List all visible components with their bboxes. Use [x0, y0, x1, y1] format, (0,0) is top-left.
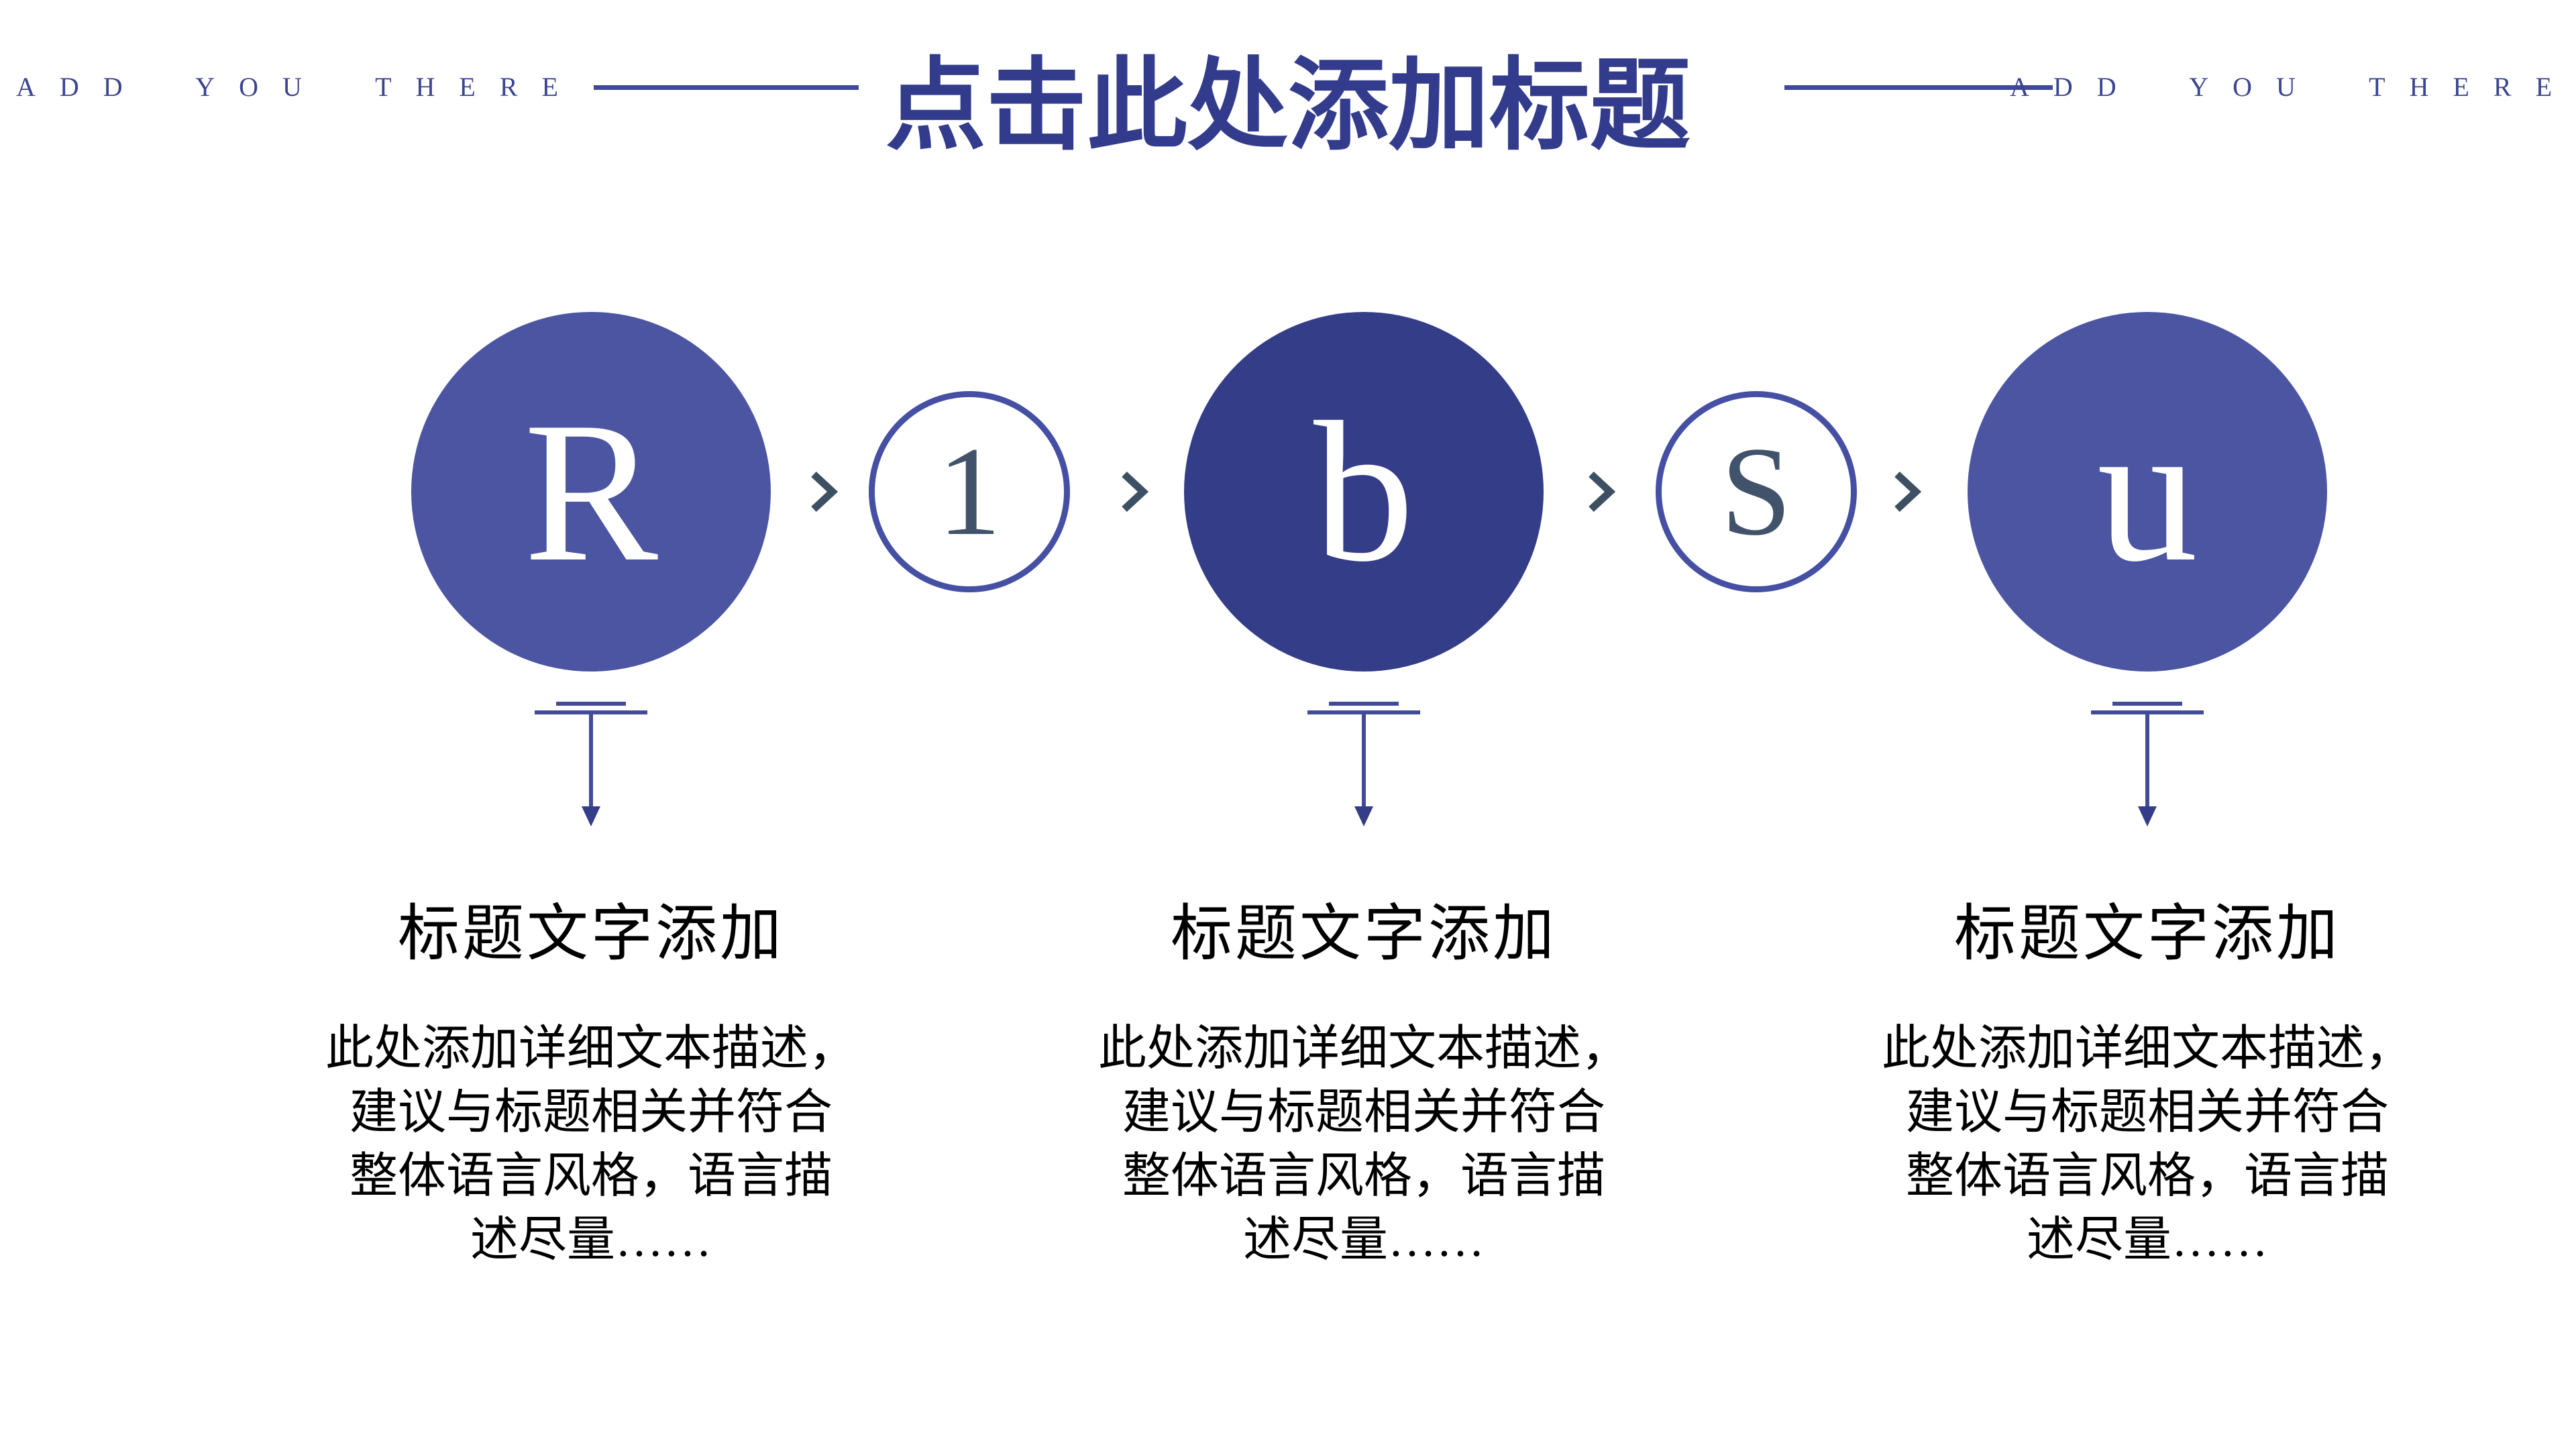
step-letter-2: 1	[937, 421, 1002, 562]
chevron-right-icon	[811, 471, 838, 513]
arrow-down-icon	[582, 806, 600, 826]
chevron-right-icon	[1894, 471, 1921, 513]
section-heading-placeholder[interactable]: 标题文字添加	[1170, 900, 1557, 968]
header-divider-right	[1784, 85, 2053, 90]
chevron-right-icon	[1589, 471, 1615, 513]
step-letter-4: S	[1721, 421, 1792, 562]
section-body-placeholder[interactable]: 此处添加详细文本描述， 建议与标题相关并符合 整体语言风格，语言描 述尽量……	[1097, 1021, 1629, 1267]
header-tagline-right: ADD YOU THERE	[2010, 72, 2576, 102]
down-arrow-decoration-1	[524, 702, 658, 829]
slide-title-placeholder[interactable]: 点击此处添加标题	[885, 51, 1691, 162]
process-step-circle-2: 1	[869, 391, 1070, 592]
arrow-down-icon	[1354, 806, 1373, 826]
arrow-down-icon	[2138, 806, 2157, 826]
chevron-right-icon	[1122, 471, 1148, 513]
header-tagline-left: ADD YOU THERE	[16, 72, 582, 102]
decoration-bar-short	[556, 702, 626, 706]
arrow-stem	[1362, 712, 1366, 808]
step-letter-3: b	[1313, 380, 1414, 603]
section-column-3: 标题文字添加 此处添加详细文本描述， 建议与标题相关并符合 整体语言风格，语言描…	[1845, 899, 2449, 1272]
down-arrow-decoration-2	[1297, 702, 1431, 829]
section-column-1: 标题文字添加 此处添加详细文本描述， 建议与标题相关并符合 整体语言风格，语言描…	[289, 899, 893, 1272]
process-step-circle-5: u	[1968, 312, 2327, 672]
section-column-2: 标题文字添加 此处添加详细文本描述， 建议与标题相关并符合 整体语言风格，语言描…	[1062, 899, 1666, 1272]
section-heading-placeholder[interactable]: 标题文字添加	[397, 900, 784, 968]
section-heading-placeholder[interactable]: 标题文字添加	[1953, 900, 2341, 968]
step-letter-1: R	[523, 380, 659, 603]
step-letter-5: u	[2097, 380, 2198, 603]
arrow-stem	[589, 712, 593, 808]
down-arrow-decoration-3	[2080, 702, 2214, 829]
decoration-bar-short	[1329, 702, 1399, 706]
arrow-stem	[2145, 712, 2149, 808]
process-step-circle-4: S	[1656, 391, 1857, 592]
decoration-bar-short	[2112, 702, 2182, 706]
section-body-placeholder[interactable]: 此处添加详细文本描述， 建议与标题相关并符合 整体语言风格，语言描 述尽量……	[1881, 1021, 2413, 1267]
process-step-circle-1: R	[411, 312, 771, 672]
header-divider-left	[594, 85, 859, 90]
process-step-circle-3: b	[1184, 312, 1544, 672]
section-body-placeholder[interactable]: 此处添加详细文本描述， 建议与标题相关并符合 整体语言风格，语言描 述尽量……	[325, 1021, 857, 1267]
